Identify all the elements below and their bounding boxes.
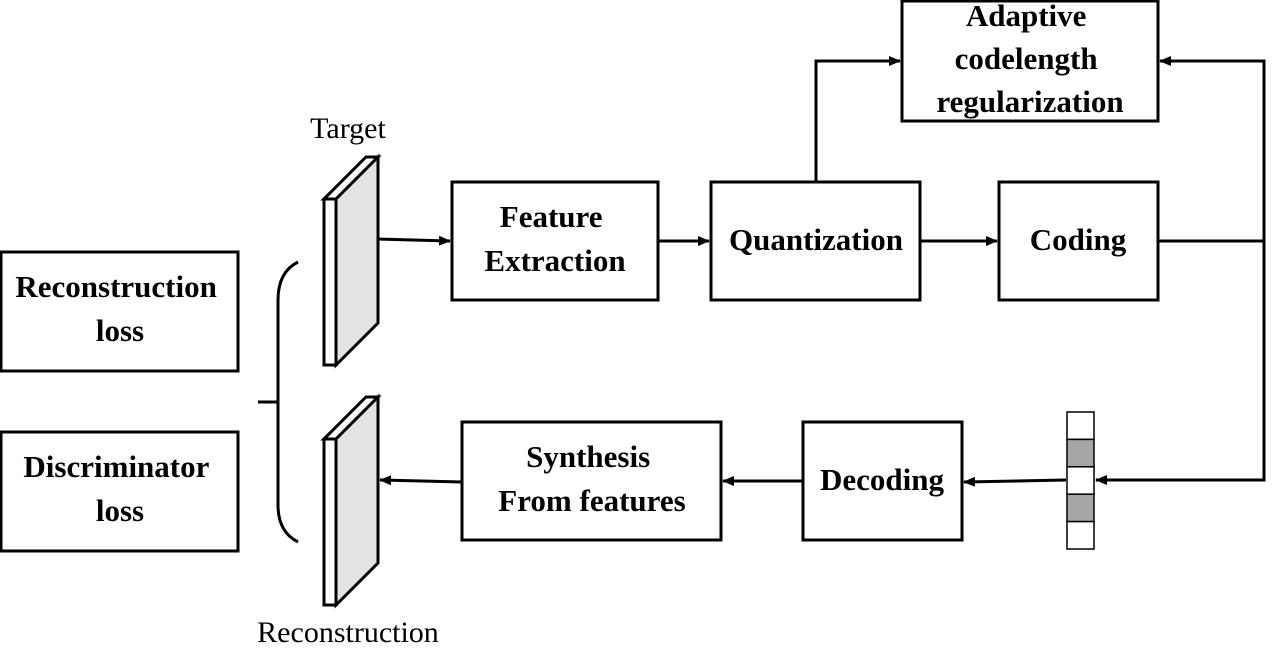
code-vector: [1066, 411, 1095, 550]
coding-label: Coding: [1030, 222, 1127, 257]
quantization-label: Quantization: [729, 222, 903, 257]
adaptive-reg-label: Adaptive codelength regularization: [936, 0, 1123, 119]
synthesis-block: Synthesis From features: [460, 420, 723, 542]
decoding-block: Decoding: [801, 420, 964, 542]
reconstruction-label: Reconstruction: [257, 616, 439, 649]
target-image-panel: [320, 153, 382, 369]
loss-brace: [258, 260, 299, 544]
decoding-label: Decoding: [820, 462, 945, 497]
arrow-coding-to-code-vector: [1095, 241, 1266, 485]
quantization-block: Quantization: [709, 180, 922, 302]
arrow-synthesis-to-reconstruction: [379, 475, 463, 486]
feature-extraction-label: Feature Extraction: [484, 199, 625, 278]
synthesis-label: Synthesis From features: [498, 439, 685, 518]
target-label: Target: [310, 112, 386, 145]
reconstruction-loss-block: Reconstruction loss: [0, 250, 240, 373]
code-vector-cell: [1066, 466, 1095, 495]
code-vector-cell: [1066, 493, 1095, 523]
arrow-code-vector-to-decoding: [963, 476, 1067, 487]
reconstruction-image-panel: [320, 393, 382, 609]
code-vector-cell: [1066, 411, 1095, 441]
adaptive-codelength-regularization-block: Adaptive codelength regularization: [900, 0, 1160, 123]
arrow-coding-to-adaptive-reg: [1158, 56, 1266, 243]
coding-block: Coding: [997, 180, 1160, 302]
code-vector-cell: [1066, 520, 1095, 550]
arrow-target-to-feature: [377, 235, 451, 246]
arrow-quantization-to-adaptive-reg: [814, 56, 901, 182]
feature-extraction-block: Feature Extraction: [450, 180, 660, 302]
reconstruction-loss-label: Reconstruction loss: [15, 269, 224, 348]
code-vector-cell: [1066, 438, 1095, 468]
discriminator-loss-label: Discriminator loss: [23, 449, 216, 528]
discriminator-loss-block: Discriminator loss: [0, 430, 240, 553]
